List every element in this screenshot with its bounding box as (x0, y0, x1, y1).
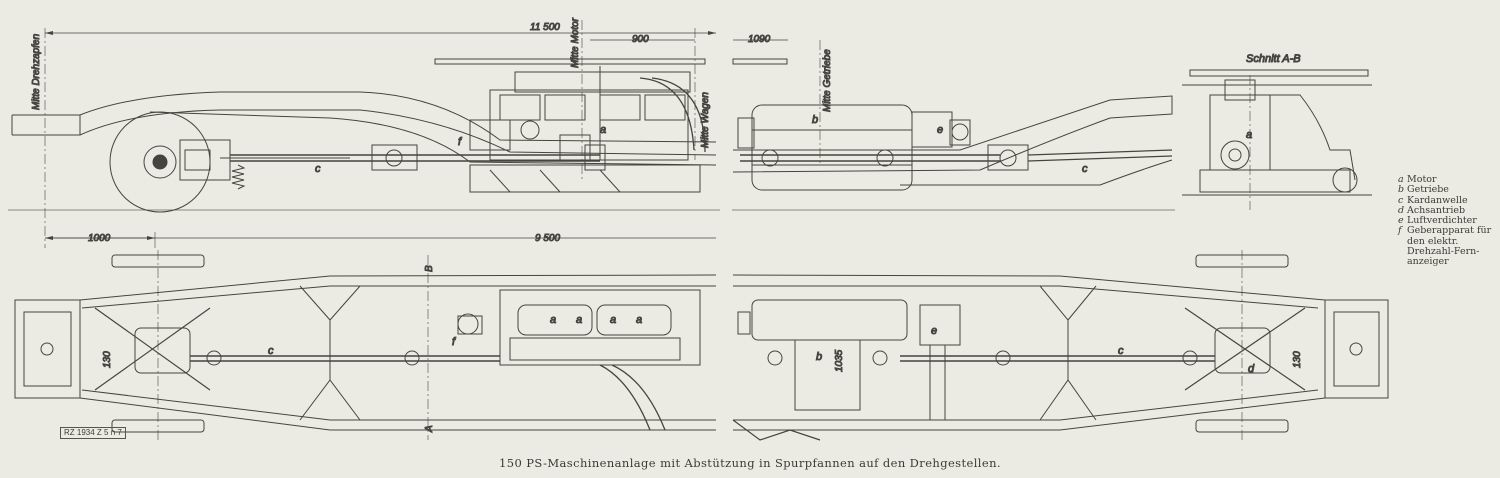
dim-overall-length: 11 500 (530, 22, 560, 33)
plan-motors (457, 289, 701, 431)
dim-plan-gearbox: 1035 (834, 349, 845, 372)
drawing-stamp: RZ 1934 Z 5 n 7 (60, 427, 126, 439)
side-view (8, 20, 1372, 248)
label-part-a-plan-2: a (576, 314, 582, 326)
cut-mark-b: B (424, 265, 435, 272)
label-part-c-side-left: c (315, 163, 321, 175)
plan-gearbox (732, 299, 961, 441)
label-part-f-side: f (458, 136, 462, 148)
dim-gearbox-offset: 1090 (748, 34, 771, 45)
label-part-a-plan-1: a (550, 314, 556, 326)
label-part-f-plan: f (452, 336, 456, 348)
label-part-b-side: b (812, 114, 818, 126)
cut-mark-a: A (424, 425, 435, 433)
plan-frame-top-left (15, 274, 717, 301)
suspension-spring (231, 164, 246, 190)
floor-plate-left (434, 58, 706, 65)
frame-beam-upper (12, 91, 717, 143)
label-part-c-side-right: c (1082, 163, 1088, 175)
side-view-labels: 11 500 900 1090 1000 9 500 Mitte Drehzap… (31, 17, 1302, 245)
plan-view (14, 250, 1389, 441)
section-title: Schnitt A-B (1246, 53, 1301, 65)
label-center-car: Mitte Wagen (700, 92, 711, 148)
plan-bogie-pivot-left (14, 299, 81, 399)
dim-bogie-offset: 1000 (88, 233, 111, 244)
dim-plan-left: 130 (102, 351, 113, 368)
figure-caption: 150 PS-Maschinenanlage mit Abstützung in… (499, 456, 1001, 470)
coupling-left (371, 144, 418, 171)
label-center-motor: Mitte Motor (570, 17, 581, 68)
plan-frame-top-right (732, 274, 1388, 301)
label-part-b-plan: b (816, 351, 822, 363)
motor-side (469, 66, 706, 193)
section-a-b (1182, 75, 1372, 210)
label-part-a-plan-3: a (610, 314, 616, 326)
dim-bogie-spacing: 9 500 (535, 233, 560, 244)
label-part-a-plan-4: a (636, 314, 642, 326)
label-part-d-plan: d (1248, 363, 1255, 375)
dim-motor-offset: 900 (632, 34, 649, 45)
label-part-e-side: e (937, 124, 943, 136)
dim-plan-right: 130 (1292, 351, 1303, 368)
label-center-gearbox: Mitte Getriebe (822, 49, 833, 112)
label-part-c-plan-left: c (268, 345, 274, 357)
frame-beam-right (732, 95, 1173, 173)
plan-view-labels: B A 130 130 1035 a a a a b c c d e f (102, 265, 1304, 434)
gearbox-side (737, 104, 1173, 191)
label-part-a-section: a (1246, 129, 1252, 141)
label-center-pivot: Mitte Drehzapfen (31, 33, 42, 110)
label-part-c-plan-right: c (1118, 345, 1124, 357)
label-part-e-plan: e (931, 325, 937, 337)
label-part-a-side: a (600, 124, 606, 136)
